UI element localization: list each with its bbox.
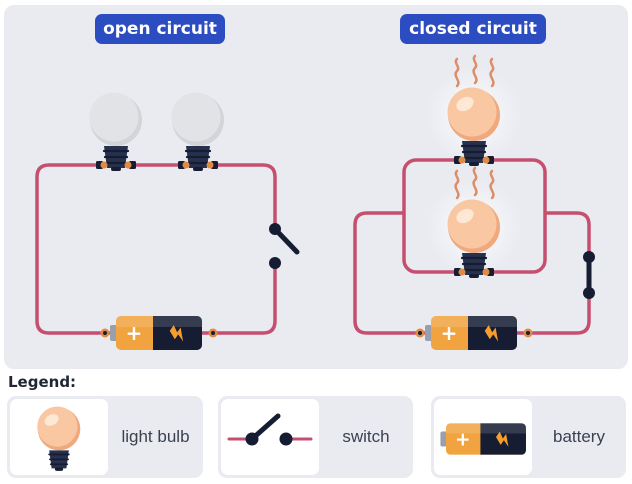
open-switch-icon bbox=[269, 223, 300, 269]
closed-circuit-badge: closed circuit bbox=[400, 14, 546, 44]
legend-label-battery: battery bbox=[553, 427, 605, 446]
battery-icon bbox=[415, 316, 533, 350]
light-bulb-icon bbox=[10, 399, 108, 475]
light-bulb-off-icon bbox=[172, 93, 225, 172]
legend-title: Legend: bbox=[8, 373, 77, 391]
closed-switch-icon bbox=[583, 251, 595, 299]
legend-label-light-bulb: light bulb bbox=[121, 427, 190, 446]
light-bulb-on-icon bbox=[426, 56, 522, 166]
circuit-diagram: + bbox=[35, 0, 595, 372]
legend-card-battery: battery bbox=[431, 396, 626, 478]
open-circuit-badge: open circuit bbox=[95, 14, 225, 44]
diagram-panel bbox=[4, 5, 628, 369]
switch-icon bbox=[221, 399, 319, 475]
legend-label-switch: switch bbox=[342, 427, 390, 446]
battery-icon bbox=[434, 399, 532, 475]
legend-card-light-bulb: light bulb bbox=[7, 396, 203, 478]
open-circuit-diagram bbox=[35, 93, 300, 351]
closed-circuit-diagram bbox=[353, 56, 595, 350]
battery-icon bbox=[100, 316, 218, 350]
light-bulb-off-icon bbox=[90, 93, 143, 172]
light-bulb-on-icon bbox=[426, 168, 522, 278]
open-circuit-wire-loop bbox=[35, 163, 277, 335]
legend-card-switch: switch bbox=[218, 396, 413, 478]
